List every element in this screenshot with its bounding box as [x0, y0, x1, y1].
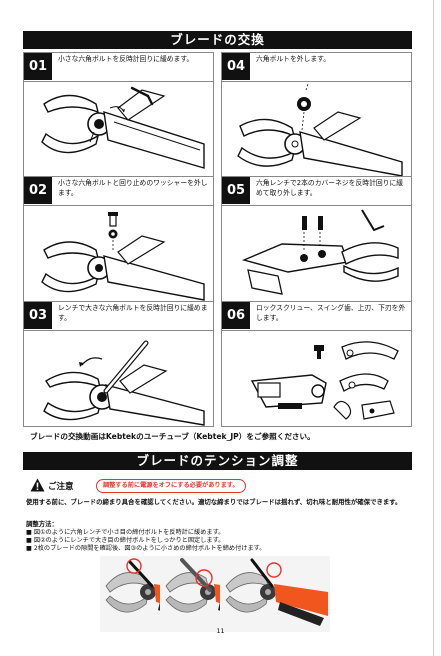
step-number: 01: [24, 53, 52, 80]
step-caption: ロックスクリュー、スイング歯、上刃、下刃を外します。: [256, 304, 406, 322]
divider: [222, 205, 411, 206]
divider: [222, 81, 411, 82]
divider: [222, 330, 411, 331]
page-number: 11: [216, 627, 225, 635]
step-number: 06: [222, 302, 250, 329]
step-caption: 六角ボルトを外します。: [256, 55, 331, 63]
method-item-2: ■ 図②のようにレンチで大き目の締付ボルトをしっかりと固定します。: [26, 537, 225, 544]
caution-label: ご注意: [48, 482, 74, 492]
divider: [24, 81, 213, 82]
step-05: 05 六角レンチで2本のカバーネジを反時計回りに緩めて取り外します。: [221, 176, 412, 302]
step-illustration: [237, 83, 403, 177]
step-06: 06 ロックスクリュー、スイング歯、上刃、下刃を外します。: [221, 301, 412, 427]
page-edge-rule: [433, 0, 434, 656]
step-number: 04: [222, 53, 250, 80]
step-02: 02 小さな六角ボルトと回り止めのワッシャーを外します。: [23, 176, 214, 302]
method-item-1: ■ 図①のように六角レンチで小さ目の締付ボルトを反時計に緩めます。: [26, 529, 225, 536]
step-01: 01 小さな六角ボルトを反時計回りに緩めます。: [23, 52, 214, 178]
banner-tension-adjust: ブレードのテンション調整: [23, 452, 412, 470]
step-illustration: [41, 212, 205, 301]
step-illustration: [43, 340, 205, 426]
divider: [24, 205, 213, 206]
method-title: 調整方法：: [26, 520, 58, 528]
step-caption: 六角レンチで2本のカバーネジを反時計回りに緩めて取り外します。: [256, 179, 404, 197]
caution-row: ご注意 調整する前に電源をオフにする必要があります。: [30, 478, 410, 494]
step-caption: 小さな六角ボルトを反時計回りに緩めます。: [58, 55, 194, 63]
step-number: 03: [24, 302, 52, 329]
caution-box: 調整する前に電源をオフにする必要があります。: [96, 479, 246, 493]
step-04: 04 六角ボルトを外します。: [221, 52, 412, 178]
step-illustration: [41, 86, 205, 169]
step-number: 05: [222, 177, 250, 204]
divider: [24, 330, 213, 331]
photo-step-3: [220, 556, 330, 632]
step-caption: 小さな六角ボルトと回り止めのワッシャーを外します。: [58, 179, 208, 197]
method-item-3: ■ 2枚のブレードの隙間を確認後、図③のように小さめの締付ボルトを締め付けます。: [26, 545, 266, 552]
banner-blade-change: ブレードの交換: [23, 31, 412, 49]
intro-text: 使用する前に、ブレードの締まり具合を確認してください。適切な締まりではブレードは…: [26, 498, 402, 506]
step-illustration: [250, 341, 399, 420]
step-caption: レンチで大きな六角ボルトを反時計回りに緩めます。: [58, 304, 208, 322]
step-number: 02: [24, 177, 52, 204]
step-03: 03 レンチで大きな六角ボルトを反時計回りに緩めます。: [23, 301, 214, 427]
step-illustration: [241, 209, 399, 295]
video-note: ブレードの交換動画はKebtekのユーチューブ（Kebtek_JP）をご参照くだ…: [30, 432, 315, 441]
warning-icon: [30, 478, 45, 492]
